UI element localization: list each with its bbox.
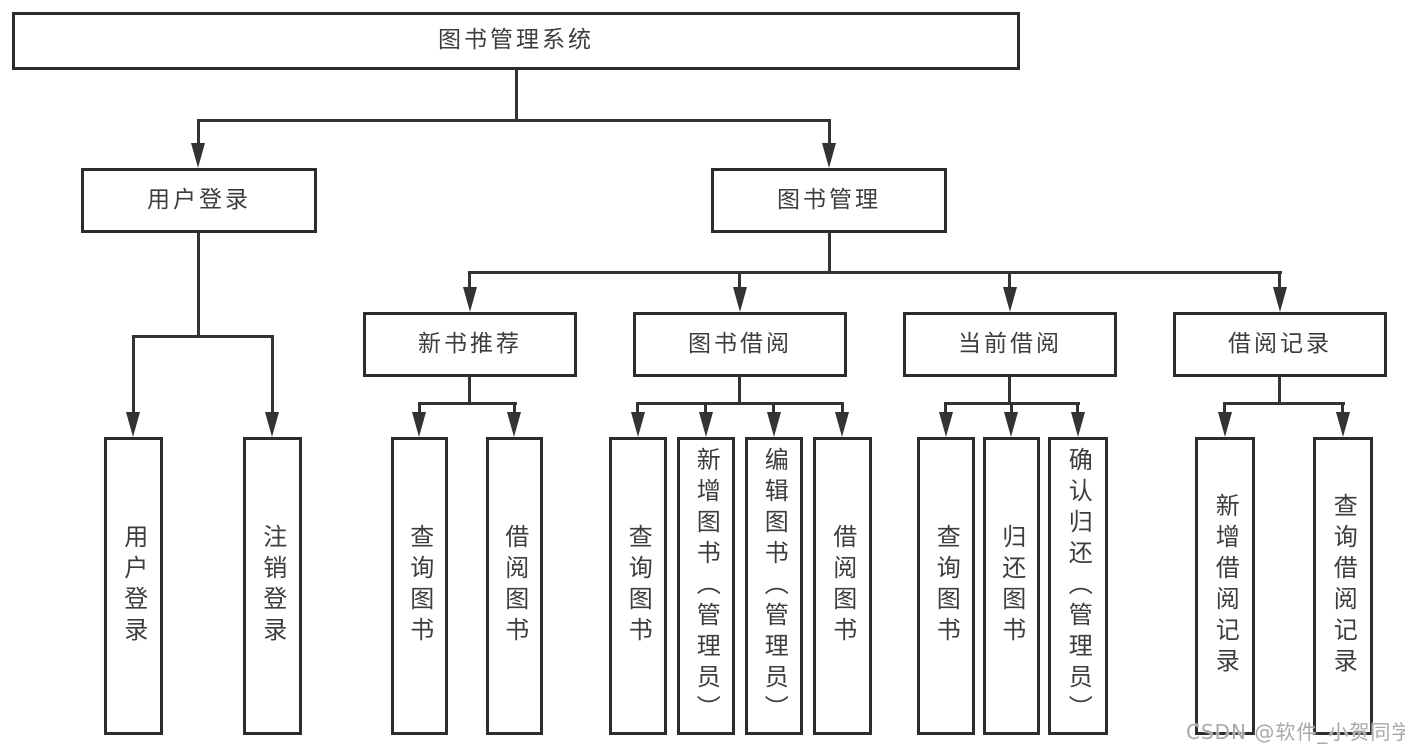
arrow-down-icon <box>699 412 713 437</box>
connector-stem <box>197 119 200 150</box>
node-borrowing-records: 借阅记录 <box>1173 312 1387 377</box>
connector-branch-records <box>1223 402 1345 405</box>
leaf-label: 确认归还（管理员） <box>1064 446 1093 726</box>
leaf-label: 借阅图书 <box>828 524 857 648</box>
arrow-down-icon <box>1336 412 1350 437</box>
arrow-down-icon <box>939 412 953 437</box>
connector-stem <box>468 377 471 405</box>
connector-stem <box>828 233 831 274</box>
connector-stem <box>513 402 516 419</box>
node-label: 图书管理系统 <box>438 27 594 54</box>
node-label: 借阅记录 <box>1228 330 1332 357</box>
connector-root-stem <box>515 70 518 122</box>
arrow-down-icon <box>822 143 836 168</box>
connector-stem <box>704 402 707 419</box>
leaf-label: 新增图书（管理员） <box>692 446 721 726</box>
connector-branch-recommend <box>418 402 517 405</box>
leaf-edit-books-admin: 编辑图书（管理员） <box>745 437 803 735</box>
node-library-management-system: 图书管理系统 <box>12 12 1020 70</box>
node-label: 用户登录 <box>147 186 251 213</box>
arrow-down-icon <box>126 412 140 437</box>
connector-stem <box>197 233 200 338</box>
connector-stem <box>132 335 135 419</box>
node-label: 图书管理 <box>777 186 881 213</box>
leaf-logout: 注销登录 <box>243 437 302 735</box>
csdn-watermark: CSDN @软件_小贺同学 <box>1186 720 1405 744</box>
connector-stem <box>271 335 274 419</box>
arrow-down-icon <box>1071 412 1085 437</box>
leaf-borrowing-query-books: 查询图书 <box>609 437 667 735</box>
connector-stem <box>1076 402 1079 419</box>
arrow-down-icon <box>412 412 426 437</box>
connector-branch-level2 <box>197 119 831 122</box>
connector-stem <box>1008 271 1011 291</box>
arrow-down-icon <box>463 287 477 312</box>
leaf-return-books: 归还图书 <box>983 437 1040 735</box>
connector-branch-user-login <box>132 335 274 338</box>
arrow-down-icon <box>265 412 279 437</box>
node-book-management: 图书管理 <box>711 168 947 233</box>
leaf-label: 用户登录 <box>119 524 148 648</box>
leaf-label: 归还图书 <box>997 524 1026 648</box>
connector-stem <box>636 402 639 419</box>
leaf-query-borrow-record: 查询借阅记录 <box>1313 437 1373 735</box>
leaf-label: 注销登录 <box>258 524 287 648</box>
connector-stem <box>841 402 844 419</box>
connector-stem <box>828 119 831 150</box>
node-book-borrowing: 图书借阅 <box>633 312 847 377</box>
leaf-user-login: 用户登录 <box>104 437 163 735</box>
arrow-down-icon <box>191 143 205 168</box>
leaf-recommend-borrow-books: 借阅图书 <box>486 437 543 735</box>
arrow-down-icon <box>1004 412 1018 437</box>
arrow-down-icon <box>733 287 747 312</box>
arrow-down-icon <box>1273 287 1287 312</box>
arrow-down-icon <box>507 412 521 437</box>
leaf-label: 编辑图书（管理员） <box>760 446 789 726</box>
connector-stem <box>738 377 741 405</box>
node-user-login: 用户登录 <box>81 168 317 233</box>
connector-stem <box>944 402 947 419</box>
connector-stem <box>772 402 775 419</box>
connector-branch-borrowing <box>636 402 844 405</box>
leaf-add-books-admin: 新增图书（管理员） <box>677 437 735 735</box>
arrow-down-icon <box>767 412 781 437</box>
connector-stem <box>1008 377 1011 405</box>
connector-stem <box>418 402 421 419</box>
connector-stem <box>1223 402 1226 419</box>
leaf-label: 查询借阅记录 <box>1329 493 1358 679</box>
connector-stem <box>1278 271 1281 291</box>
leaf-label: 新增借阅记录 <box>1211 493 1240 679</box>
node-label: 当前借阅 <box>958 330 1062 357</box>
connector-branch-level3 <box>468 271 1282 274</box>
leaf-confirm-return-admin: 确认归还（管理员） <box>1048 437 1108 735</box>
connector-stem <box>1278 377 1281 405</box>
connector-stem <box>1341 402 1344 419</box>
connector-stem <box>468 271 471 291</box>
node-label: 图书借阅 <box>688 330 792 357</box>
node-current-borrowing: 当前借阅 <box>903 312 1117 377</box>
leaf-label: 查询图书 <box>932 524 961 648</box>
leaf-add-borrow-record: 新增借阅记录 <box>1195 437 1255 735</box>
node-new-book-recommendation: 新书推荐 <box>363 312 577 377</box>
arrow-down-icon <box>835 412 849 437</box>
arrow-down-icon <box>1003 287 1017 312</box>
leaf-current-query-books: 查询图书 <box>917 437 975 735</box>
connector-stem <box>738 271 741 291</box>
leaf-recommend-query-books: 查询图书 <box>391 437 448 735</box>
leaf-borrowing-borrow-books: 借阅图书 <box>813 437 872 735</box>
node-label: 新书推荐 <box>418 330 522 357</box>
leaf-label: 查询图书 <box>405 524 434 648</box>
arrow-down-icon <box>1218 412 1232 437</box>
arrow-down-icon <box>631 412 645 437</box>
leaf-label: 查询图书 <box>624 524 653 648</box>
leaf-label: 借阅图书 <box>500 524 529 648</box>
connector-stem <box>1010 402 1013 419</box>
